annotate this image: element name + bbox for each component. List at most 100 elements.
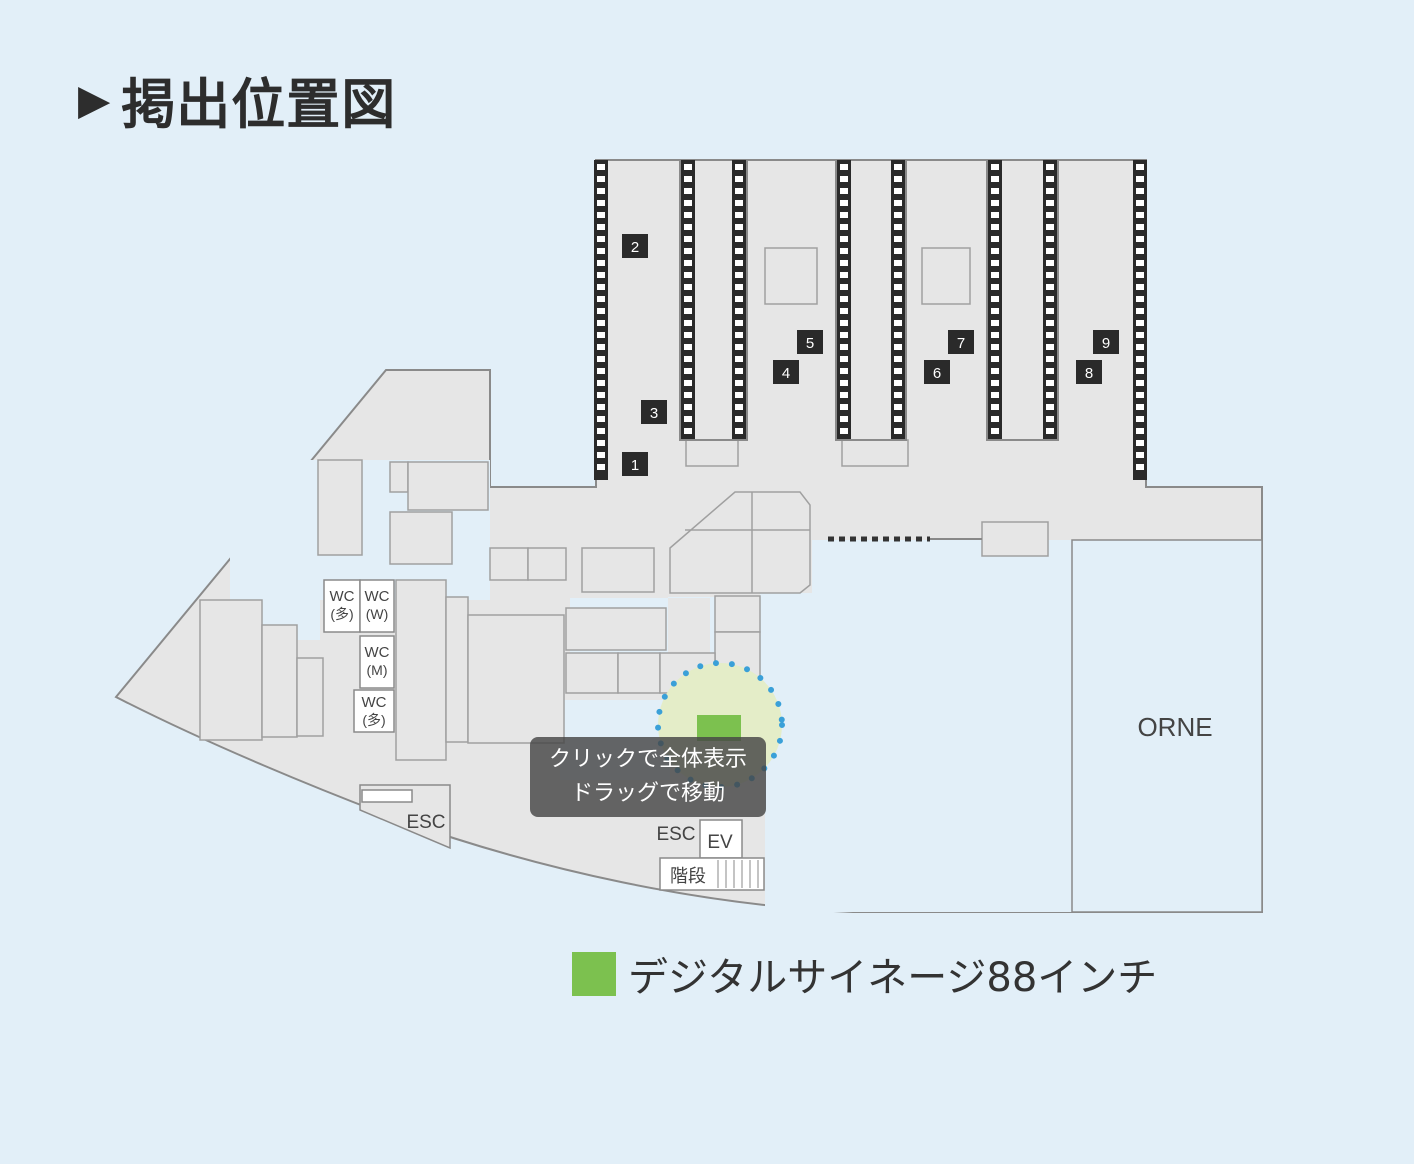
- track-sleeper: [1046, 260, 1054, 266]
- svg-text:9: 9: [1102, 335, 1110, 352]
- signage-legend-swatch: [572, 952, 616, 996]
- track-sleeper: [840, 380, 848, 386]
- track-sleeper: [1136, 332, 1144, 338]
- track-sleeper: [840, 416, 848, 422]
- track-sleeper: [1136, 272, 1144, 278]
- svg-text:7: 7: [957, 335, 965, 352]
- track-sleeper: [684, 236, 692, 242]
- track-sleeper: [597, 176, 605, 182]
- track-sleeper: [597, 404, 605, 410]
- track-sleeper: [991, 296, 999, 302]
- svg-text:2: 2: [631, 239, 639, 256]
- track-sleeper: [735, 296, 743, 302]
- track-sleeper: [684, 320, 692, 326]
- track-sleeper: [597, 188, 605, 194]
- track-sleeper: [1046, 284, 1054, 290]
- track-sleeper: [597, 236, 605, 242]
- track-sleeper: [894, 224, 902, 230]
- track-sleeper: [735, 176, 743, 182]
- area-labels: ORNE WC (多) WC (W) WC (M) WC (多) ESC ESC…: [330, 588, 1213, 886]
- platform-badge-3: 3: [641, 400, 667, 424]
- track-sleeper: [991, 308, 999, 314]
- svg-text:5: 5: [806, 335, 814, 352]
- track-sleeper: [597, 308, 605, 314]
- track-sleeper: [597, 296, 605, 302]
- track-sleeper: [597, 464, 605, 470]
- track-sleeper: [991, 344, 999, 350]
- svg-text:WC: WC: [365, 588, 390, 605]
- track-sleeper: [735, 224, 743, 230]
- track-sleeper: [894, 380, 902, 386]
- track-sleeper: [597, 380, 605, 386]
- track-sleeper: [1046, 380, 1054, 386]
- svg-text:(多): (多): [362, 712, 385, 728]
- vertical-transport: [359, 784, 765, 891]
- track-sleeper: [1046, 320, 1054, 326]
- track-sleeper: [991, 332, 999, 338]
- track-sleeper: [840, 356, 848, 362]
- track-sleeper: [735, 380, 743, 386]
- track-sleeper: [840, 272, 848, 278]
- platform-badge-9: 9: [1093, 330, 1119, 354]
- track-sleeper: [894, 200, 902, 206]
- escalator-label: ESC: [656, 824, 695, 845]
- elevator-label: EV: [707, 832, 733, 853]
- restrooms: [323, 579, 395, 733]
- track-sleeper: [735, 212, 743, 218]
- track-sleeper: [597, 440, 605, 446]
- track-sleeper: [1136, 284, 1144, 290]
- track-sleeper: [735, 332, 743, 338]
- track-sleeper: [840, 428, 848, 434]
- platform-outline: [835, 160, 907, 441]
- track-sleeper: [991, 176, 999, 182]
- track-sleeper: [597, 332, 605, 338]
- track-sleeper: [840, 260, 848, 266]
- svg-text:6: 6: [933, 365, 941, 382]
- track-sleeper: [894, 308, 902, 314]
- track-sleeper: [684, 212, 692, 218]
- track-sleeper: [991, 320, 999, 326]
- track-sleeper: [1136, 344, 1144, 350]
- track-sleeper: [840, 308, 848, 314]
- track-sleeper: [684, 392, 692, 398]
- escalator-label: ESC: [406, 812, 445, 833]
- track-sleeper: [684, 368, 692, 374]
- track-sleeper: [735, 308, 743, 314]
- track-sleeper: [735, 392, 743, 398]
- track-sleeper: [1136, 464, 1144, 470]
- track-sleeper: [840, 332, 848, 338]
- track-sleeper: [597, 344, 605, 350]
- track-sleeper: [894, 428, 902, 434]
- svg-text:(W): (W): [366, 606, 389, 622]
- track-sleeper: [991, 284, 999, 290]
- track-sleeper: [840, 344, 848, 350]
- track-sleeper: [840, 188, 848, 194]
- track-sleeper: [684, 200, 692, 206]
- track-sleeper: [597, 320, 605, 326]
- track-sleeper: [1046, 212, 1054, 218]
- map-hint-tooltip[interactable]: クリックで全体表示 ドラッグで移動: [530, 737, 766, 817]
- orne-label: ORNE: [1137, 712, 1212, 742]
- track-sleeper: [1136, 368, 1144, 374]
- track-sleeper: [894, 296, 902, 302]
- track-sleeper: [991, 272, 999, 278]
- track-sleeper: [597, 368, 605, 374]
- track-sleeper: [1136, 416, 1144, 422]
- track-sleeper: [684, 344, 692, 350]
- track-sleeper: [735, 320, 743, 326]
- track-sleeper: [840, 284, 848, 290]
- track-sleeper: [1136, 188, 1144, 194]
- track-sleeper: [894, 188, 902, 194]
- svg-text:8: 8: [1085, 365, 1093, 382]
- track-sleeper: [894, 416, 902, 422]
- track-sleeper: [991, 200, 999, 206]
- track-sleeper: [894, 272, 902, 278]
- track-sleeper: [684, 296, 692, 302]
- platform-outline: [986, 160, 1059, 441]
- track-sleeper: [840, 404, 848, 410]
- track-sleeper: [991, 356, 999, 362]
- track-sleeper: [1046, 236, 1054, 242]
- track-sleeper: [684, 224, 692, 230]
- platform-outline: [679, 160, 748, 441]
